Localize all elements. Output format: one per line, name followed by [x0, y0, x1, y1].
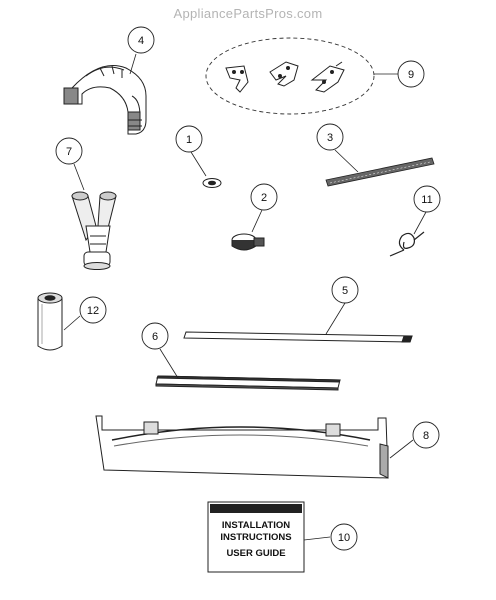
callout-10-label: 10: [338, 532, 350, 544]
callout-2-label: 2: [261, 192, 267, 204]
leader-1: [190, 151, 207, 177]
part-9-bracket-c: [310, 61, 345, 93]
leader-12: [63, 315, 81, 331]
leader-8: [389, 439, 414, 459]
callout-11-label: 11: [421, 194, 432, 206]
callout-8: [412, 421, 440, 449]
callout-12: [79, 296, 107, 324]
part-10-booklet: INSTALLATION INSTRUCTIONS USER GUIDE: [207, 501, 305, 573]
callout-6: [141, 322, 169, 350]
part-11-spring-clip: [389, 231, 425, 257]
callout-3-label: 3: [327, 132, 333, 144]
part-1-washer: [202, 178, 222, 188]
booklet-line-3: USER GUIDE: [226, 548, 285, 559]
callout-6-label: 6: [152, 331, 158, 343]
booklet-line-2: INSTRUCTIONS: [220, 532, 291, 543]
callout-1-label: 1: [186, 134, 192, 146]
part-12-cylinder: [37, 292, 63, 351]
part-9-bracket-a: [225, 65, 249, 93]
callout-8-label: 8: [423, 430, 429, 442]
callout-9: [397, 60, 425, 88]
callout-7-label: 7: [66, 146, 72, 158]
callout-2: [250, 183, 278, 211]
callout-5-label: 5: [342, 285, 348, 297]
part-5-trim-strip: [183, 331, 413, 343]
leader-3: [334, 149, 359, 173]
part-3-gasket-strip: [325, 157, 435, 187]
part-8-front-panel: [95, 415, 389, 479]
callout-10: [330, 523, 358, 551]
part-9-bracket-b: [269, 61, 299, 87]
part-7-y-connector: [71, 191, 117, 270]
callout-7: [55, 137, 83, 165]
leader-6: [159, 348, 179, 379]
callout-12-label: 12: [87, 305, 99, 317]
callout-4: [127, 26, 155, 54]
callout-3: [316, 123, 344, 151]
callout-4-label: 4: [138, 35, 144, 47]
part-4-vent-elbow: [63, 65, 147, 135]
part-6-trim-strip: [155, 375, 341, 391]
leader-2: [251, 209, 263, 233]
watermark: AppliancePartsPros.com: [173, 6, 323, 21]
leader-7: [73, 163, 85, 191]
callout-11: [413, 185, 441, 213]
leader-10: [303, 536, 331, 541]
part-2-hose-clamp: [231, 233, 265, 251]
leader-11: [413, 211, 427, 235]
part-9-group-outline: [205, 37, 375, 115]
leader-5: [325, 302, 346, 335]
callout-9-label: 9: [408, 69, 414, 81]
callout-1: [175, 125, 203, 153]
leader-4: [129, 53, 137, 75]
booklet-line-1: INSTALLATION: [222, 520, 290, 531]
callout-5: [331, 276, 359, 304]
